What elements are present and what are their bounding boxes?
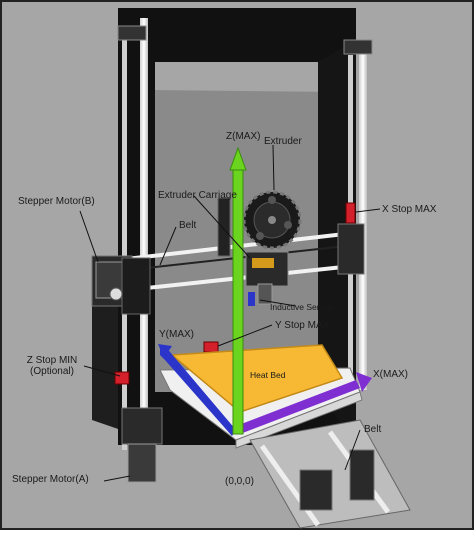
label-z-stop-min-line1: Z Stop MIN (26, 355, 78, 366)
label-y-max: Y(MAX) (159, 329, 194, 340)
label-z-stop-min-line2: (Optional) (30, 366, 74, 377)
x-rod-top (99, 230, 363, 264)
label-x-max: X(MAX) (373, 369, 408, 380)
x-motor-mount (121, 257, 151, 315)
z-motor-mount (121, 407, 163, 445)
x-end-right (337, 223, 365, 275)
label-inductive-sensor: Inductive Sensor (270, 302, 334, 312)
label-x-stop-max: X Stop MAX (382, 204, 437, 215)
end-stop-icon (345, 202, 356, 224)
x-axis-head (356, 372, 372, 392)
leader-lines (79, 144, 381, 482)
z-stop-min (114, 371, 130, 385)
label-heat-bed: Heat Bed (250, 370, 286, 380)
gear-icon (242, 190, 302, 250)
label-origin: (0,0,0) (225, 476, 254, 487)
x-axis-arrow (236, 380, 360, 434)
label-stepper-motor-a: Stepper Motor(A) (12, 474, 89, 485)
z-axis-arrow (232, 167, 244, 435)
label-belt-top: Belt (179, 220, 197, 231)
inductive-sensor (248, 292, 255, 306)
label-extruder: Extruder (264, 136, 302, 147)
carriage-bearing (252, 258, 274, 268)
label-stepper-motor-b: Stepper Motor(B) (18, 196, 95, 207)
extruder-carriage (245, 251, 289, 287)
heat-bed (170, 344, 344, 413)
label-belt-bottom: Belt (364, 424, 382, 435)
y-stop-max (203, 341, 219, 353)
y-axis-head (158, 344, 172, 358)
frame-right-side (318, 40, 356, 445)
stepper-motor-a (127, 443, 157, 483)
label-extruder-carriage: Extruder Carriage (158, 190, 237, 201)
y-axis-arrow (160, 346, 236, 436)
label-z-stop-min: Z Stop MIN (Optional) (12, 355, 92, 377)
y-motor-mount (299, 469, 333, 511)
top-holder-left (117, 25, 147, 41)
y-rod-left (259, 444, 321, 527)
label-y-stop-max: Y Stop MAX (275, 320, 330, 331)
label-z-max: Z(MAX) (226, 131, 261, 142)
z-rod-left (140, 18, 148, 448)
z-rod-right (359, 50, 367, 390)
top-holder-right (343, 39, 373, 55)
motor-pulley (109, 287, 123, 301)
hot-end (257, 283, 273, 305)
bed-base-edge (235, 391, 363, 449)
y-idler (349, 449, 375, 501)
z-axis-head (229, 146, 247, 171)
extruder-motor (217, 197, 231, 257)
z-screw-left (122, 30, 127, 450)
